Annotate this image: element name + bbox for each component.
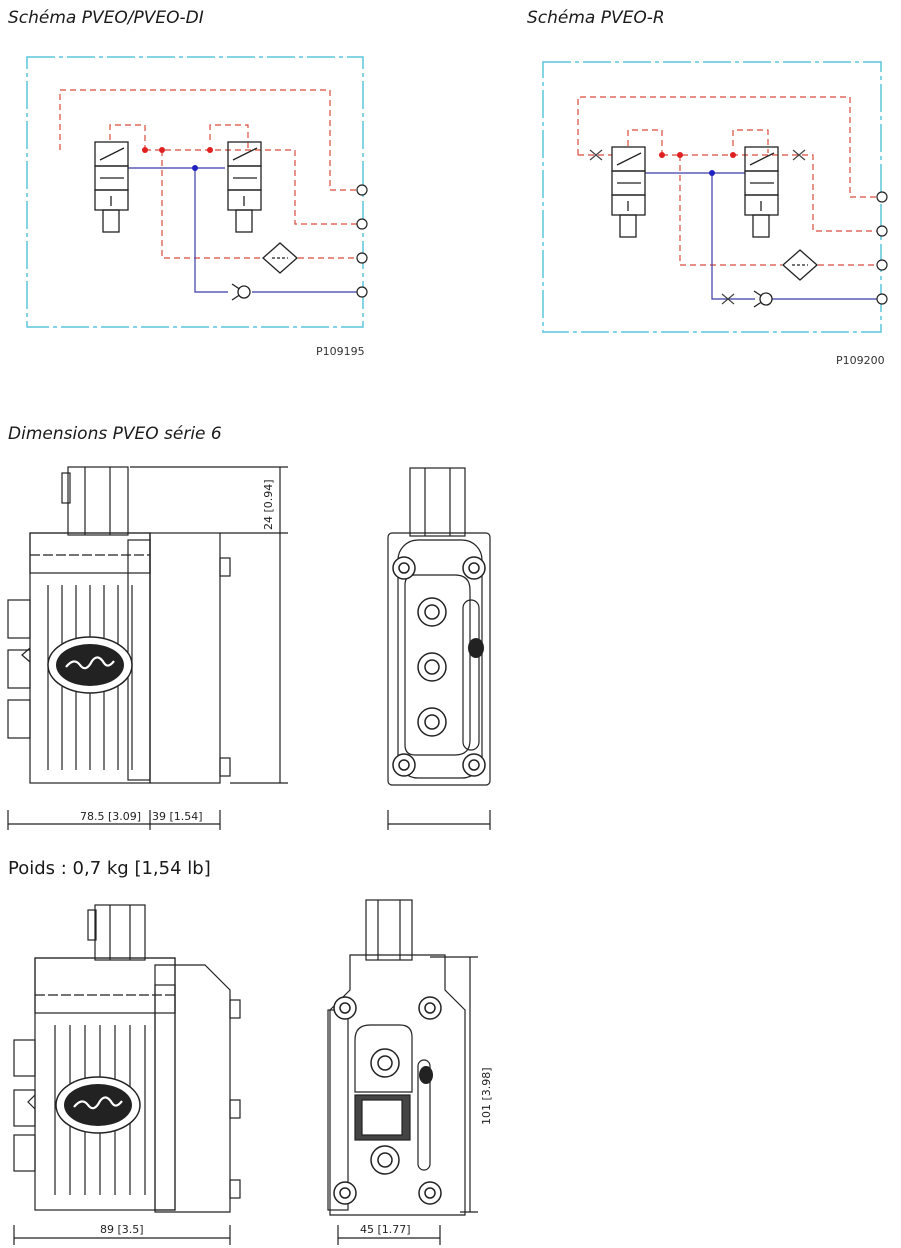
schema-pveo-title: Schéma PVEO/PVEO-DI [8,8,204,28]
schema-pveo-r-title: Schéma PVEO-R [527,8,665,28]
part-number-right: P109200 [836,354,885,367]
weight-label: Poids : 0,7 kg [1,54 lb] [8,858,211,879]
dim-bottom-height: 101 [3.98] [480,1067,493,1125]
dim-top-width: 78.5 [3.09] [80,810,141,823]
dim-bottom-side-width: 45 [1.77] [360,1223,411,1236]
dim-top-side-width: 39 [1.54] [152,810,203,823]
part-number-left: P109195 [316,345,365,358]
dim-top-height: 24 [0.94] [262,479,275,530]
dim-bottom-width: 89 [3.5] [100,1223,144,1236]
dimensions-title: Dimensions PVEO série 6 [8,424,222,444]
